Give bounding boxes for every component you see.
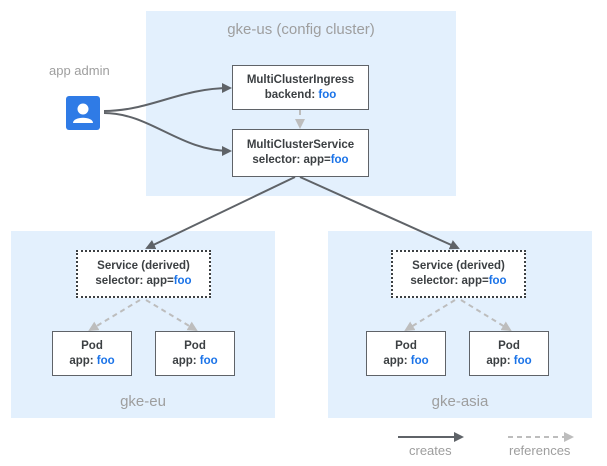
- user-account-icon: [66, 96, 100, 130]
- arrow-mcs-to-svc-eu: [145, 176, 296, 250]
- cluster-label-gke-asia: gke-asia: [431, 393, 489, 410]
- arrow-svc-eu-to-pod-2: [145, 299, 198, 332]
- node-title: Service (derived): [412, 260, 505, 272]
- arrow-svc-eu-to-pod-1: [88, 299, 141, 332]
- service-derived-eu-node: Service (derived) selector: app=foo: [76, 250, 211, 298]
- node-title: Pod: [498, 339, 520, 352]
- cluster-label-gke-eu: gke-eu: [120, 393, 166, 410]
- arrow-admin-to-mci: [103, 83, 232, 112]
- multi-cluster-ingress-node: MultiClusterIngress backend: foo: [232, 65, 369, 110]
- legend-references-label: references: [509, 443, 571, 458]
- node-title: Service (derived): [97, 260, 190, 272]
- app-admin-label: app admin: [49, 63, 110, 78]
- node-detail: selector: app=foo: [95, 275, 192, 287]
- arrow-mcs-to-svc-asia: [299, 176, 460, 250]
- node-detail: app: foo: [486, 354, 532, 367]
- node-detail: app: foo: [383, 354, 429, 367]
- service-derived-asia-node: Service (derived) selector: app=foo: [391, 250, 526, 298]
- node-detail: app: foo: [69, 354, 115, 367]
- arrow-svc-asia-to-pod-2: [460, 299, 512, 332]
- arrow-svc-asia-to-pod-1: [404, 299, 456, 332]
- node-title: MultiClusterService: [246, 139, 355, 151]
- cluster-gke-asia: gke-asia: [328, 231, 592, 418]
- pod-asia-1-node: Pod app: foo: [366, 331, 446, 376]
- arrow-admin-to-mcs: [103, 112, 232, 156]
- node-title: Pod: [395, 339, 417, 352]
- node-title: MultiClusterIngress: [246, 73, 355, 86]
- cluster-label-gke-us: gke-us (config cluster): [227, 21, 375, 38]
- pod-eu-2-node: Pod app: foo: [155, 331, 235, 376]
- multi-cluster-service-node: MultiClusterService selector: app=foo: [232, 129, 369, 177]
- node-title: Pod: [184, 339, 206, 352]
- node-detail: selector: app=foo: [252, 154, 349, 166]
- pod-eu-1-node: Pod app: foo: [52, 331, 132, 376]
- pod-asia-2-node: Pod app: foo: [469, 331, 549, 376]
- node-detail: selector: app=foo: [410, 275, 507, 287]
- node-detail: backend: foo: [264, 88, 337, 101]
- legend-creates-label: creates: [409, 443, 452, 458]
- node-title: Pod: [81, 339, 103, 352]
- node-detail: app: foo: [172, 354, 218, 367]
